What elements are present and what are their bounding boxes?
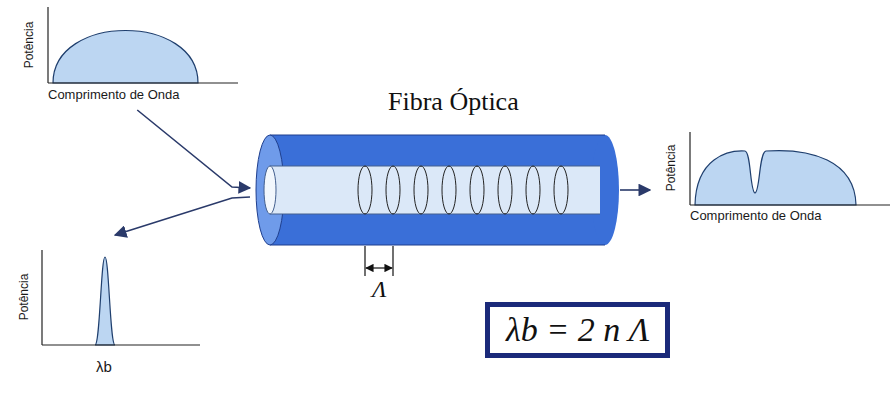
light-path-arrow [620,189,650,191]
y-axis [41,250,42,345]
axis-label: λb [96,359,112,376]
axis-label: Potência [665,145,678,192]
spectrum-curve [95,257,115,345]
optical-fiber: Fibra Óptica [250,80,620,250]
x-axis [48,82,238,83]
axis-label: Comprimento de Onda [690,209,822,223]
spectrum-curve [53,31,198,84]
light-path-arrow [137,110,250,188]
x-axis [42,344,200,345]
period-tick [392,246,393,276]
y-axis [689,132,690,205]
y-axis [47,7,48,83]
bragg-formula-box: λb = 2 n Λ [485,302,670,358]
x-axis [690,204,890,205]
transmitted-spectrum: PotênciaComprimento de Onda [650,130,894,230]
input-spectrum: PotênciaComprimento de Onda [8,5,243,110]
period-label: Λ [370,276,389,303]
axis-label: Comprimento de Onda [48,88,180,102]
period-arrow [366,267,392,268]
axis-label: Potência [18,274,31,321]
period-tick [364,246,365,276]
spectrum-curve [695,151,856,205]
light-path-arrow [115,197,250,235]
formula-text: λb = 2 n Λ [506,311,649,348]
reflected-spectrum: Potência λb [5,235,205,390]
fiber-title: Fibra Óptica [388,88,519,117]
axis-label: Potência [23,22,36,69]
